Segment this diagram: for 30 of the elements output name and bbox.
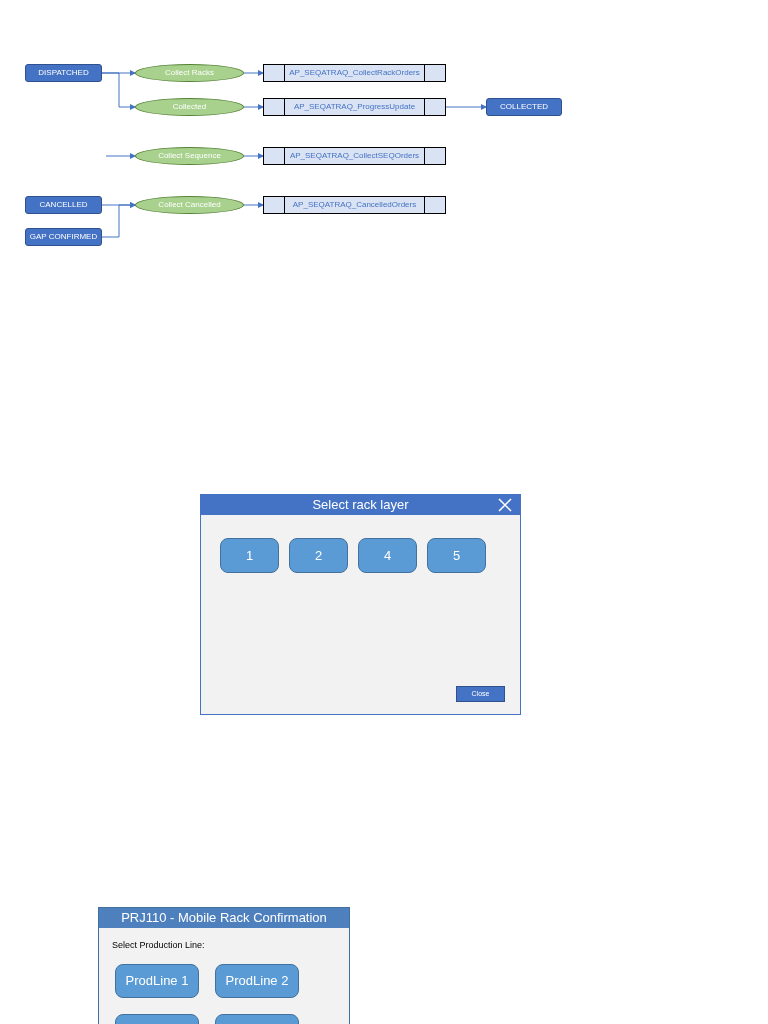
subprocess-box: AP_SEQATRAQ_ProgressUpdate [263, 98, 446, 116]
option-button: 2 [289, 538, 348, 573]
status-box: COLLECTED [486, 98, 562, 116]
arrow [243, 104, 264, 110]
option-button: ProdLine 2 [215, 964, 299, 998]
dialog-title: PRJ110 - Mobile Rack Confirmation [121, 909, 327, 928]
arrow [243, 70, 264, 76]
subprocess-box: AP_SEQATRAQ_CancelledOrders [263, 196, 446, 214]
arrow [101, 72, 136, 110]
arrow [105, 153, 136, 159]
process-ellipse: Collect Sequence [135, 147, 244, 165]
subprocess-box: AP_SEQATRAQ_CollectSEQOrders [263, 147, 446, 165]
option-button: 4 [358, 538, 417, 573]
arrow [445, 104, 487, 110]
arrow [243, 153, 264, 159]
status-box: CANCELLED [25, 196, 102, 214]
status-box: DISPATCHED [25, 64, 102, 82]
option-button: ProdLine 1 [115, 964, 199, 998]
subprocess-box: AP_SEQATRAQ_CollectRackOrders [263, 64, 446, 82]
process-ellipse: Collect Cancelled [135, 196, 244, 214]
process-ellipse: Collected [135, 98, 244, 116]
option-button: 1 [220, 538, 279, 573]
dialog-title: Select rack layer [312, 496, 409, 515]
prompt-text: Select Production Line: [112, 939, 205, 952]
option-button: 5 [427, 538, 486, 573]
dialog-window [200, 494, 521, 715]
process-ellipse: Collect Racks [135, 64, 244, 82]
status-box: GAP CONFIRMED [25, 228, 102, 246]
arrow [101, 202, 136, 238]
arrow [243, 202, 264, 208]
